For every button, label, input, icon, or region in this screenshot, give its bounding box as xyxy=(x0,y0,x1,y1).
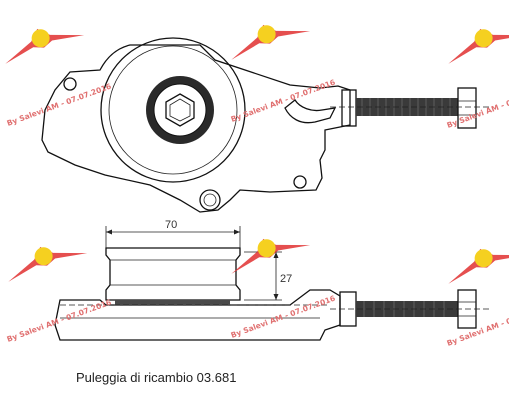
side-view: 70 27 xyxy=(54,219,490,341)
pulley-side xyxy=(105,247,241,301)
screw-sleeve xyxy=(341,89,357,127)
watermark-text: By Salevi AM - 07.07.2016 xyxy=(230,294,337,340)
watermark-text: By Salevi AM - 07.07.2016 xyxy=(6,82,113,128)
pulley-outer xyxy=(100,37,246,183)
bracket-slot xyxy=(284,99,337,124)
watermark-logo xyxy=(448,28,509,64)
bearing-inner xyxy=(153,83,207,137)
pulley-rim xyxy=(108,45,238,175)
mount-hole-3 xyxy=(63,77,77,91)
watermark-logo xyxy=(5,28,85,64)
mount-hole-2 xyxy=(293,175,307,189)
dim-width-label: 70 xyxy=(165,219,177,231)
watermark-logos xyxy=(5,24,509,284)
screw-head xyxy=(457,87,477,129)
bracket-plate xyxy=(41,44,351,213)
watermark-text: By Salevi AM - 07.07.2016 xyxy=(230,78,337,124)
diagram-caption: Puleggia di ricambio 03.681 xyxy=(76,370,237,385)
mount-hole-1 xyxy=(199,189,221,211)
top-view xyxy=(41,37,490,213)
watermark-logo xyxy=(231,238,311,274)
mount-hole-1-inner xyxy=(203,193,217,207)
dim-height-label: 27 xyxy=(280,273,292,285)
watermark-logo xyxy=(8,246,88,282)
watermark-logo xyxy=(448,248,509,284)
watermark-logo xyxy=(231,24,311,60)
section-hatch xyxy=(115,300,230,305)
hex-nut xyxy=(165,93,195,127)
hex-nut-inner xyxy=(169,98,191,122)
